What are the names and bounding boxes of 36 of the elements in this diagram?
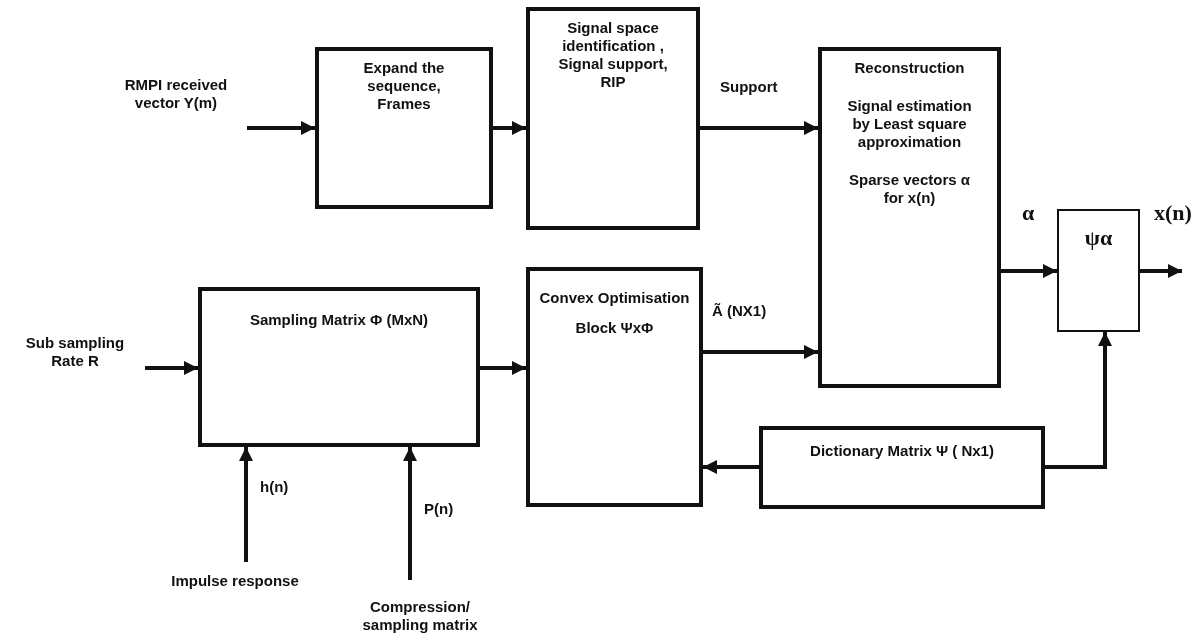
arrow <box>493 121 526 135</box>
process-box <box>526 267 703 507</box>
process-box <box>315 47 493 209</box>
input-label: Compression/ sampling matrix <box>361 598 479 634</box>
box-text: Sampling Matrix Φ (MxN) <box>249 311 429 329</box>
edge-label: h(n) <box>258 478 291 496</box>
arrow <box>480 361 526 375</box>
process-box <box>526 7 700 230</box>
box-text: Signal space identification , Signal support, RIP <box>557 19 669 91</box>
arrow <box>1001 264 1057 278</box>
box-text: Convex Optimisation <box>539 289 690 307</box>
input-label: Impulse response <box>171 572 299 590</box>
process-box <box>1057 209 1140 332</box>
process-box <box>759 426 1045 509</box>
arrow <box>239 447 253 562</box>
box-text: ψα <box>1084 225 1113 252</box>
arrow <box>700 121 818 135</box>
box-text: Reconstruction <box>854 59 965 77</box>
edge-label: Ã (NX1) <box>710 302 769 320</box>
process-box <box>818 47 1001 388</box>
edge-label: P(n) <box>422 500 456 518</box>
box-text: Sparse vectors α for x(n) <box>848 171 971 207</box>
process-box <box>198 287 480 447</box>
arrow <box>145 361 198 375</box>
box-text: Signal estimation by Least square approximation <box>846 97 973 151</box>
input-label: RMPI received vector Y(m) <box>123 76 229 112</box>
arrow <box>403 447 417 580</box>
arrow <box>703 345 818 359</box>
arrow <box>703 460 759 474</box>
input-label: Sub sampling Rate R <box>25 334 125 370</box>
arrow <box>247 121 315 135</box>
box-text: Block ΨxΦ <box>575 319 654 337</box>
arrow <box>1140 264 1182 278</box>
box-text: Expand the sequence, Frames <box>362 59 446 113</box>
arrow <box>1045 332 1112 469</box>
box-text: Dictionary Matrix Ψ ( Nx1) <box>810 442 994 460</box>
